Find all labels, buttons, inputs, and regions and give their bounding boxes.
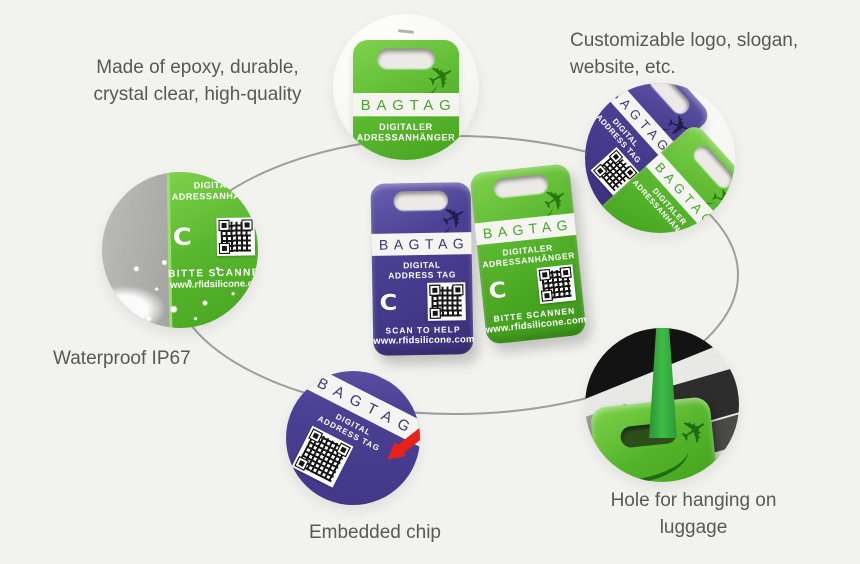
waterproof-annotation: Waterproof IP67: [53, 348, 191, 369]
airplane-icon: [442, 200, 468, 235]
tag-subtitle: DIGITALER ADRESSANHÄNGER: [171, 179, 258, 203]
embedded-chip-annotation: Embedded chip: [308, 522, 442, 543]
tag-subtitle: DIGITAL ADDRESS TAG: [388, 259, 457, 281]
brand-band: BAGTAG: [371, 232, 472, 256]
tag-subtitle: DIGITALER ADRESSANHÄNGER: [356, 121, 456, 144]
qr-code-icon: [216, 217, 256, 257]
logo-qr-row: C: [486, 261, 577, 312]
purple-bagtag: BAGTAG DIGITAL ADDRESS TAG C SCAN TO HEL…: [370, 182, 475, 356]
waterproof-photo-circle: DIGITALER ADRESSANHÄNGER C BITTE SCANNEN…: [102, 172, 258, 328]
hang-slot: [377, 48, 435, 69]
brand-logo-icon: C: [379, 289, 398, 316]
customizable-annotation: Customizable logo, slogan, website, etc.: [570, 30, 799, 78]
qr-code-icon: [536, 264, 577, 304]
green-tag-section: DIGITALER ADRESSANHÄNGER C BITTE SCANNEN…: [166, 172, 258, 328]
hanging-hole-photo-circle: . .: [585, 328, 739, 482]
tag-footer: SCAN TO HELP www.rfidsilicone.com: [373, 324, 475, 347]
epoxy-photo-circle: BAGTAG DIGITALER ADRESSANHÄNGER: [333, 14, 479, 160]
brand-logo-icon: C: [585, 118, 594, 146]
brand-logo-icon: C: [172, 223, 193, 252]
string-mark: [397, 29, 415, 34]
brand-text: BAGTAG: [360, 96, 457, 114]
brand-band: BAGTAG: [353, 93, 459, 117]
qr-code-icon: [427, 282, 466, 321]
customizable-photo-circle: BAGTAG DIGITAL ADDRESS TAG C BAGTAG DIGI…: [585, 83, 735, 233]
brand-logo-icon: C: [286, 404, 291, 446]
logo-qr-row: C: [379, 280, 466, 323]
epoxy-annotation: Made of epoxy, durable, crystal clear, h…: [93, 57, 302, 105]
hang-slot: [350, 371, 415, 391]
embedded-chip-photo-circle: BAGTAG BAGTAG DIGITAL ADDRESS TAG C SCAN…: [286, 371, 420, 505]
green-bagtag: BAGTAG DIGITALER ADRESSANHÄNGER C BITTE …: [469, 163, 587, 345]
brand-logo-icon: C: [487, 276, 508, 304]
tag-footer: BITTE SCANNEN www.rfidsilicone.com: [168, 267, 258, 291]
hole-annotation: Hole for hanging on luggage: [610, 490, 777, 538]
green-tag-closeup: BAGTAG DIGITALER ADRESSANHÄNGER: [353, 40, 459, 160]
airplane-icon: [428, 59, 455, 96]
